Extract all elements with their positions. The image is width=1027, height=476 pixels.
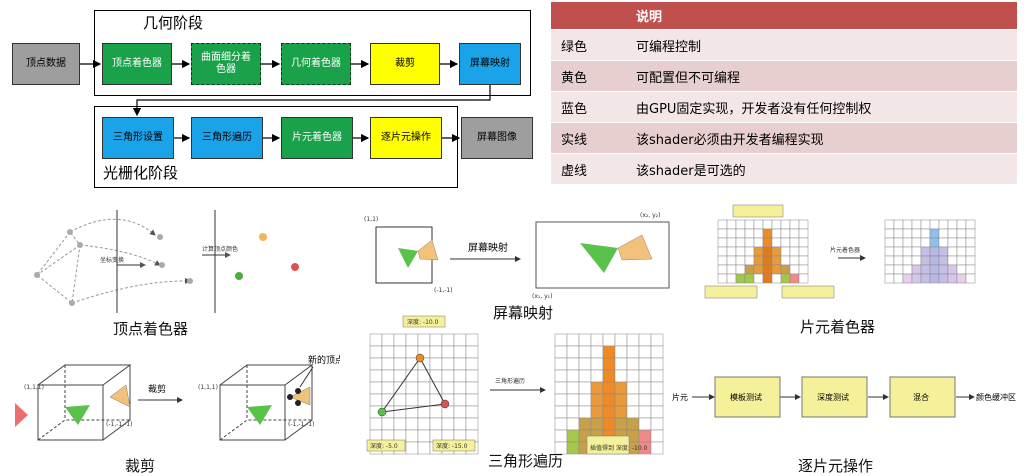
step-triangle-setup: 三角形设置 xyxy=(102,117,174,159)
depth-right-label: 深度: -15.0 xyxy=(436,442,468,450)
step-fragment-shader: 片元着色器 xyxy=(281,117,353,159)
legend-key: 绿色 xyxy=(551,29,626,61)
step-geometry-shader: 几何着色器 xyxy=(281,43,351,85)
legend-desc: 该shader必须由开发者编程实现 xyxy=(626,122,1017,154)
legend-desc: 该shader是可选的 xyxy=(626,153,1017,184)
step-screen-mapping: 屏幕映射 xyxy=(459,43,521,85)
legend-key: 实线 xyxy=(551,122,626,154)
legend-desc: 由GPU固定实现，开发者没有任何控制权 xyxy=(626,91,1017,123)
clipping-corner-c: (1,1,1) xyxy=(198,384,218,391)
step-clipping: 裁剪 xyxy=(370,43,440,85)
per-fragment-output: 颜色缓冲区 xyxy=(976,392,1016,402)
legend-header-row: 说明 xyxy=(551,2,1017,30)
step-per-fragment-ops: 逐片元操作 xyxy=(370,117,442,159)
caption-vertex-shader: 顶点着色器 xyxy=(113,320,189,338)
screen-point-2: (-1,-1) xyxy=(434,287,453,294)
screen-point-1: (1,1) xyxy=(364,216,378,223)
fragment-grid-left xyxy=(717,219,809,284)
legend-header-col1 xyxy=(551,2,626,30)
legend-table: 说明 绿色可编程控制 黄色可配置但不可编程 蓝色由GPU固定实现，开发者没有任何… xyxy=(551,2,1017,184)
legend-row: 虚线该shader是可选的 xyxy=(551,153,1017,184)
step-triangle-traversal: 三角形遍历 xyxy=(191,117,263,159)
legend-header-col2: 说明 xyxy=(626,2,1017,30)
depth-top-label: 深度: -10.0 xyxy=(407,318,439,326)
step-vertex-shader: 顶点着色器 xyxy=(102,43,172,85)
fragment-grid-right xyxy=(884,219,976,284)
legend-key: 虚线 xyxy=(551,153,626,184)
depth-left-label: 深度: -5.0 xyxy=(370,442,398,450)
fragment-shader-illustration: 片元着色器 xyxy=(704,204,976,299)
raster-stage-title: 光栅化阶段 xyxy=(103,164,179,182)
screen-mapping-arrow-label: 屏幕映射 xyxy=(468,241,508,254)
legend-desc: 可配置但不可编程 xyxy=(626,60,1017,92)
clipping-new-vertex-label: 新的顶点 xyxy=(308,354,340,366)
per-fragment-step-stencil: 模板测试 xyxy=(730,392,762,402)
clipping-arrow-label: 裁剪 xyxy=(148,383,166,395)
per-fragment-illustration: 片元 模板测试 深度测试 混合 颜色缓冲区 xyxy=(672,376,1016,418)
triangle-traversal-illustration: 三角形遍历 深度: -10.0 深度: -5.0 深度: -15.0 插值得到 … xyxy=(366,315,664,455)
input-vertex-data: 顶点数据 xyxy=(12,43,80,85)
traversal-arrow-label: 三角形遍历 xyxy=(495,377,525,385)
legend-key: 黄色 xyxy=(551,60,626,92)
caption-per-fragment: 逐片元操作 xyxy=(798,457,874,475)
screen-mapping-illustration: 屏幕映射 (1,1) (-1,-1) (x₂, y₂) (x₁, y₁) xyxy=(364,212,670,300)
clipping-corner-a: (1,1,1) xyxy=(24,384,44,391)
fragment-arrow-label: 片元着色器 xyxy=(830,246,860,254)
legend-row: 实线该shader必须由开发者编程实现 xyxy=(551,122,1017,154)
depth-bottom-label: 插值得到 深度: -10.0 xyxy=(590,444,648,452)
screen-point-4: (x₁, y₁) xyxy=(532,293,552,300)
caption-screen-mapping: 屏幕映射 xyxy=(493,304,554,322)
screen-point-3: (x₂, y₂) xyxy=(640,212,660,219)
per-fragment-input: 片元 xyxy=(672,392,688,402)
vertex-label-color: 计算顶点颜色 xyxy=(202,245,238,253)
traversal-grid-left xyxy=(369,333,479,455)
legend-row: 蓝色由GPU固定实现，开发者没有任何控制权 xyxy=(551,91,1017,123)
vertex-label-transform: 坐标变换 xyxy=(100,256,124,264)
clipping-corner-b: (-1,-1,-1) xyxy=(106,421,132,428)
caption-clipping: 裁剪 xyxy=(125,457,156,475)
legend-desc: 可编程控制 xyxy=(626,29,1017,61)
caption-fragment-shader: 片元着色器 xyxy=(800,318,876,336)
geometry-stage-title: 几何阶段 xyxy=(143,14,204,32)
legend-key: 蓝色 xyxy=(551,91,626,123)
clipping-illustration: 裁剪 新的顶点 (1,1,1) (-1,-1,-1) (1,1,1) (-1,-… xyxy=(15,354,340,441)
per-fragment-step-blend: 混合 xyxy=(913,392,929,402)
vertex-shader-illustration: 坐标变换 计算顶点颜色 xyxy=(34,210,299,313)
output-screen-image: 屏幕图像 xyxy=(461,117,533,159)
caption-triangle-traversal: 三角形遍历 xyxy=(488,452,564,470)
legend-row: 黄色可配置但不可编程 xyxy=(551,60,1017,92)
pipeline-arrows xyxy=(80,59,491,143)
clipping-corner-d: (-1,-1,-1) xyxy=(288,421,314,428)
per-fragment-step-depth: 深度测试 xyxy=(817,392,849,402)
legend-row: 绿色可编程控制 xyxy=(551,29,1017,61)
step-tessellation-shader: 曲面细分着色器 xyxy=(191,43,261,85)
